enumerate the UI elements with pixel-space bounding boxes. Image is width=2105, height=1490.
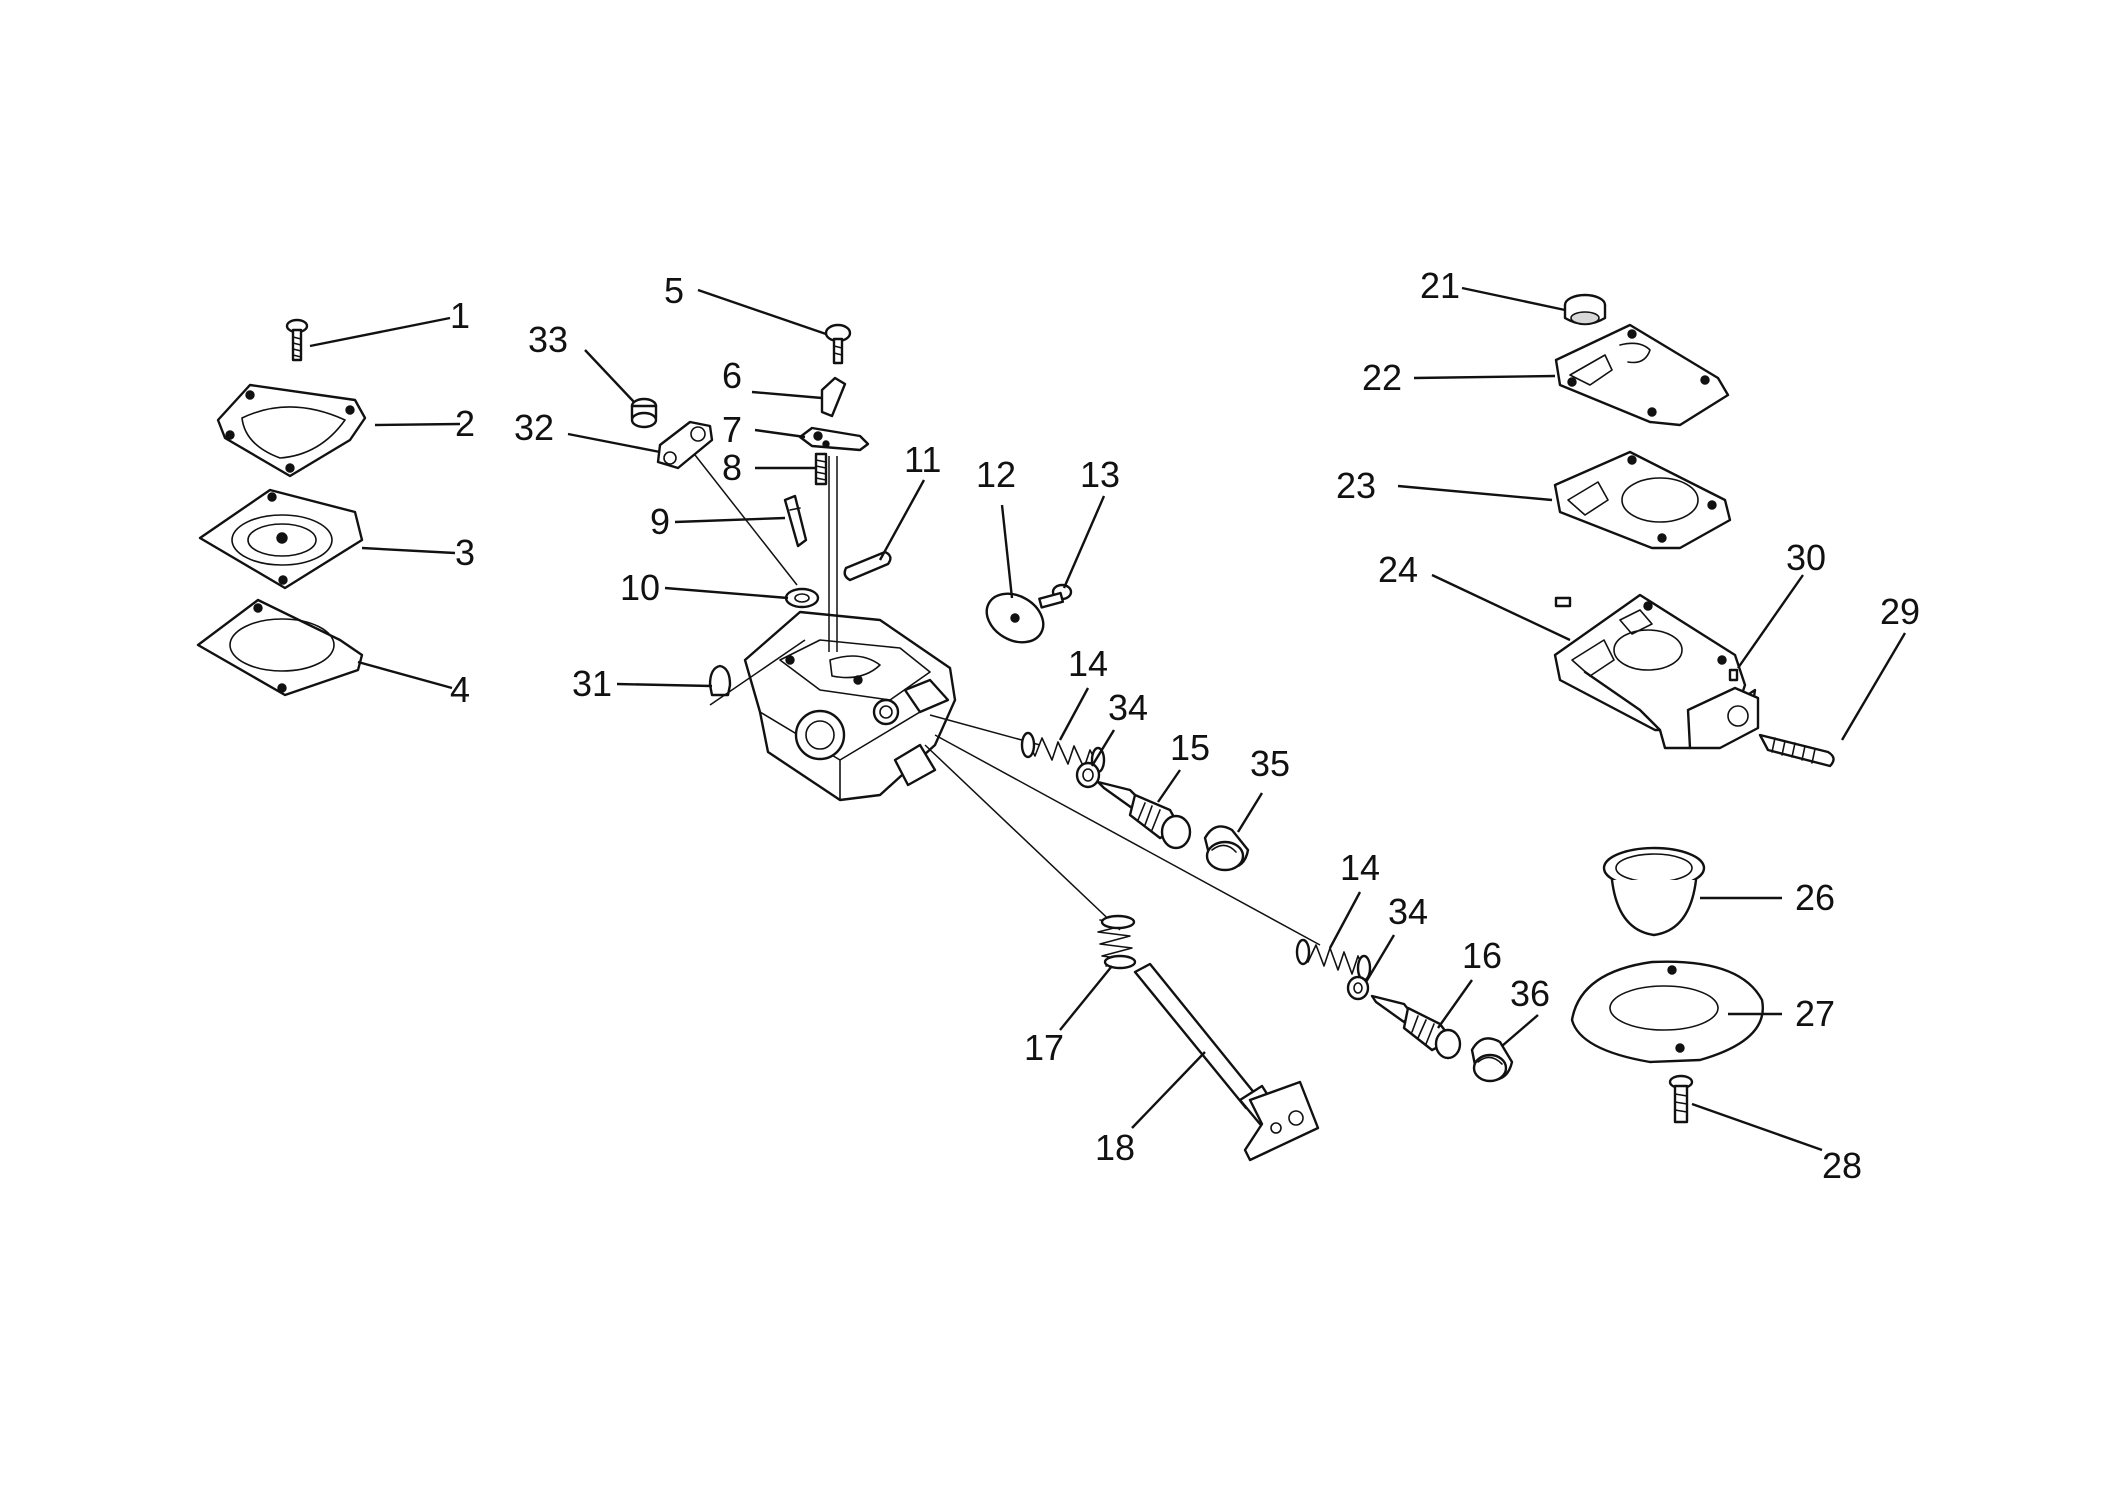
part-number-24: 24 <box>1378 549 1418 590</box>
part-number-34a: 34 <box>1108 687 1148 728</box>
part-number-28: 28 <box>1822 1145 1862 1186</box>
part-number-14a: 14 <box>1068 643 1108 684</box>
part-11-pin <box>843 550 892 582</box>
part-5-screw <box>824 323 852 365</box>
part-12-throttle-plate <box>985 592 1045 644</box>
part-number-30: 30 <box>1786 537 1826 578</box>
part-number-4: 4 <box>450 669 470 710</box>
part-21-filter-plug <box>1563 293 1607 326</box>
part-number-12: 12 <box>976 454 1016 495</box>
part-15-adjusting-needle <box>1096 780 1192 850</box>
part-number-35: 35 <box>1250 743 1290 784</box>
part-number-23: 23 <box>1336 465 1376 506</box>
part-number-13: 13 <box>1080 454 1120 495</box>
part-number-14b: 14 <box>1340 847 1380 888</box>
part-number-1: 1 <box>450 295 470 336</box>
part-9-inlet-needle <box>783 494 808 548</box>
part-number-11: 11 <box>904 439 941 480</box>
part-34b-o-ring <box>1346 975 1370 1001</box>
part-number-21: 21 <box>1420 265 1460 306</box>
part-number-16: 16 <box>1462 935 1502 976</box>
part-36-limiter-cap <box>1470 1037 1514 1083</box>
part-number-17: 17 <box>1024 1027 1064 1068</box>
part-number-9: 9 <box>650 501 670 542</box>
part-23-gasket <box>1553 450 1732 550</box>
part-number-22: 22 <box>1362 357 1402 398</box>
part-10-washer <box>784 587 820 609</box>
part-27-primer-retainer <box>1570 960 1765 1064</box>
part-34a-o-ring <box>1075 761 1101 789</box>
part-number-3: 3 <box>455 532 475 573</box>
part-number-29: 29 <box>1880 591 1920 632</box>
leader-lines <box>309 286 1907 1152</box>
part-number-5: 5 <box>664 270 684 311</box>
part-4-gasket <box>196 598 364 697</box>
part-number-26: 26 <box>1795 877 1835 918</box>
part-29-screw <box>1758 733 1835 768</box>
assembly-lines <box>694 454 1321 946</box>
part-number-34b: 34 <box>1388 891 1428 932</box>
part-31-cap <box>708 664 732 697</box>
part-number-33: 33 <box>528 319 568 360</box>
part-labels: 1 2 3 4 5 6 7 8 9 10 11 12 13 14 14 15 1… <box>450 265 1920 1186</box>
part-14b-spring <box>1295 938 1372 982</box>
part-2-pump-cover <box>216 383 367 478</box>
part-number-27: 27 <box>1795 993 1835 1034</box>
part-13-screw <box>1038 583 1073 609</box>
part-number-7: 7 <box>722 409 742 450</box>
part-7-metering-lever <box>798 426 870 452</box>
part-1-screw <box>285 318 309 362</box>
part-35-limiter-cap <box>1203 825 1250 872</box>
part-6-pin <box>820 376 847 418</box>
part-number-15: 15 <box>1170 727 1210 768</box>
part-26-primer-bulb <box>1602 846 1706 937</box>
part-number-8: 8 <box>722 447 742 488</box>
part-28-screw <box>1668 1074 1694 1124</box>
part-number-6: 6 <box>722 355 742 396</box>
part-number-10: 10 <box>620 567 660 608</box>
part-3-diaphragm <box>198 488 364 590</box>
part-number-31: 31 <box>572 663 612 704</box>
part-33-plug <box>630 397 658 429</box>
part-17-spring <box>1097 914 1137 970</box>
part-number-18: 18 <box>1095 1127 1135 1168</box>
carburetor-body <box>743 610 957 802</box>
part-number-2: 2 <box>455 403 475 444</box>
part-32-gasket-plate <box>656 420 714 470</box>
part-18-throttle-shaft <box>1133 962 1320 1162</box>
part-22-cover <box>1554 323 1730 427</box>
part-16-adjusting-needle <box>1370 994 1462 1060</box>
part-24-pump-body <box>1553 593 1760 750</box>
part-number-32: 32 <box>514 407 554 448</box>
part-30-pin <box>1728 668 1739 682</box>
part-8-spring <box>814 452 828 486</box>
part-number-36: 36 <box>1510 973 1550 1014</box>
